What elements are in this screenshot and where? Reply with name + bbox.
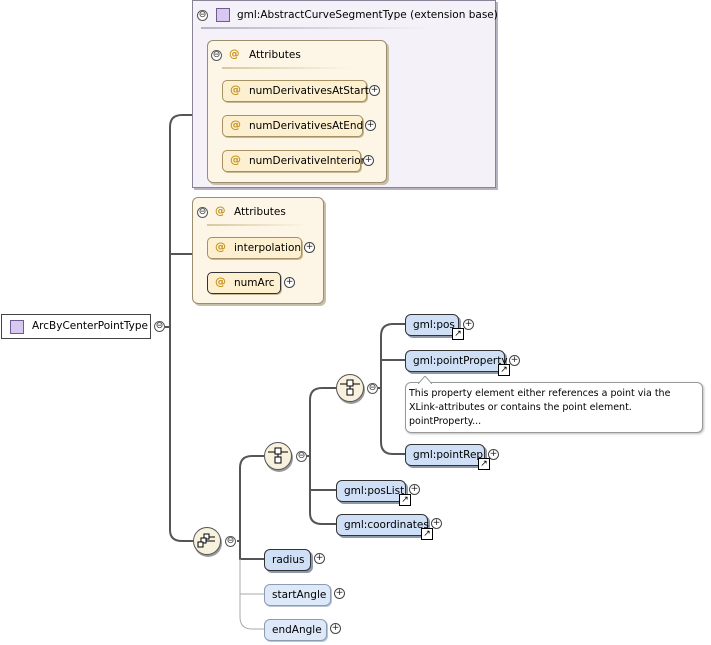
expand-icon[interactable]: + — [369, 85, 380, 96]
expand-icon[interactable]: + — [363, 155, 374, 166]
attribute-label: numDerivativeInterior — [249, 155, 365, 167]
expand-icon[interactable]: + — [304, 242, 315, 253]
reference-link-icon: ↗ — [478, 458, 490, 470]
complex-type-icon — [216, 8, 230, 22]
expand-icon[interactable]: + — [284, 277, 295, 288]
element-label: startAngle — [272, 589, 327, 601]
tooltip-text: This property element either references … — [409, 388, 671, 427]
attribute-icon: @ — [229, 48, 240, 60]
expand-icon[interactable]: + — [365, 120, 376, 131]
element-label: endAngle — [272, 624, 322, 636]
attribute-icon: @ — [230, 153, 241, 166]
element-end-angle[interactable]: endAngle — [264, 619, 327, 641]
attribute-icon: @ — [230, 118, 241, 131]
element-label: gml:pointProperty — [413, 355, 508, 367]
complex-type-icon — [10, 320, 24, 334]
attributes-header: Attributes — [234, 206, 286, 218]
header-underline — [222, 67, 352, 69]
local-attributes-group: ⊖ @ Attributes @ interpolation + @ numAr… — [192, 197, 324, 304]
element-gml-pos[interactable]: gml:pos ↗ — [405, 314, 464, 340]
attribute-label: numArc — [234, 277, 275, 289]
root-type-node[interactable]: ArcByCenterPointType — [1, 314, 151, 339]
reference-link-icon: ↗ — [399, 494, 411, 506]
reference-link-icon: ↗ — [498, 364, 510, 376]
sequence-glyph — [197, 533, 215, 548]
element-label: gml:pos — [413, 319, 455, 331]
collapse-icon[interactable]: ⊖ — [296, 451, 307, 462]
expand-icon[interactable]: + — [330, 623, 341, 634]
reference-link-icon: ↗ — [452, 328, 464, 340]
collapse-icon[interactable]: ⊖ — [197, 207, 208, 218]
attribute-label: numDerivativesAtEnd — [249, 120, 364, 132]
element-label: gml:coordinates — [344, 519, 429, 531]
attribute-icon: @ — [215, 275, 226, 288]
attribute-num-derivatives-at-start[interactable]: @ numDerivativesAtStart — [222, 80, 369, 102]
collapse-icon[interactable]: ⊖ — [154, 321, 165, 332]
collapse-icon[interactable]: ⊖ — [197, 10, 208, 21]
choice-compositor-icon[interactable] — [264, 442, 292, 470]
expand-icon[interactable]: + — [409, 484, 420, 495]
element-label: gml:posList — [344, 485, 405, 497]
choice-glyph — [268, 447, 288, 464]
tooltip-pointer — [418, 376, 432, 384]
extension-base-group: ⊖ gml:AbstractCurveSegmentType (extensio… — [192, 0, 498, 188]
element-gml-point-property[interactable]: gml:pointProperty ↗ — [405, 350, 510, 376]
element-gml-pos-list[interactable]: gml:posList ↗ — [336, 480, 411, 506]
attribute-num-arc[interactable]: @ numArc — [207, 272, 281, 294]
inherited-attributes-group: ⊖ @ Attributes @ numDerivativesAtStart +… — [207, 40, 387, 183]
expand-icon[interactable]: + — [509, 355, 520, 366]
element-gml-coordinates[interactable]: gml:coordinates ↗ — [336, 514, 433, 540]
sequence-compositor-icon[interactable] — [193, 527, 221, 555]
choice-glyph — [340, 379, 360, 396]
collapse-icon[interactable]: ⊖ — [225, 536, 236, 547]
expand-icon[interactable]: + — [314, 553, 325, 564]
reference-link-icon: ↗ — [421, 528, 433, 540]
collapse-icon[interactable]: ⊖ — [367, 383, 378, 394]
expand-icon[interactable]: + — [431, 518, 442, 529]
expand-icon[interactable]: + — [334, 588, 345, 599]
attribute-num-derivative-interior[interactable]: @ numDerivativeInterior — [222, 150, 365, 172]
element-gml-point-rep[interactable]: gml:pointRep ↗ — [405, 444, 490, 470]
collapse-icon[interactable]: ⊖ — [211, 50, 222, 61]
header-underline — [201, 27, 431, 29]
attribute-num-derivatives-at-end[interactable]: @ numDerivativesAtEnd — [222, 115, 363, 137]
attribute-interpolation[interactable]: @ interpolation — [207, 237, 302, 259]
documentation-tooltip: This property element either references … — [405, 376, 703, 433]
attribute-icon: @ — [215, 240, 226, 253]
extension-base-label: gml:AbstractCurveSegmentType (extension … — [237, 9, 498, 21]
attributes-header: Attributes — [249, 49, 301, 61]
root-type-label: ArcByCenterPointType — [32, 320, 148, 332]
element-radius[interactable]: radius — [264, 549, 311, 571]
attribute-icon: @ — [230, 83, 241, 96]
attribute-label: numDerivativesAtStart — [249, 85, 369, 97]
expand-icon[interactable]: + — [488, 449, 499, 460]
expand-icon[interactable]: + — [463, 319, 474, 330]
element-start-angle[interactable]: startAngle — [264, 584, 331, 606]
attribute-icon: @ — [215, 205, 226, 217]
attribute-label: interpolation — [234, 242, 302, 254]
element-label: gml:pointRep — [413, 449, 484, 461]
element-label: radius — [272, 554, 305, 566]
choice-compositor-icon[interactable] — [336, 374, 364, 402]
header-underline — [207, 224, 307, 226]
